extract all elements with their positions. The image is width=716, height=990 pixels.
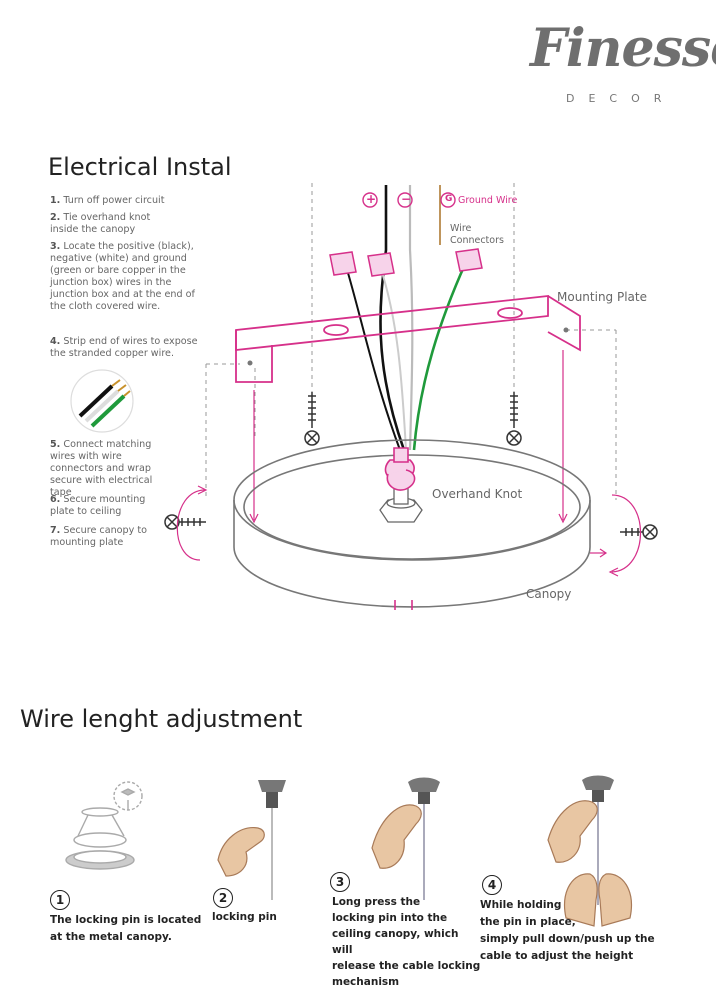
- mounting-plate-label: Mounting Plate: [557, 290, 647, 304]
- wire-connectors-label-1: Wire: [450, 223, 472, 234]
- adjust-step-1-text: The locking pin is located at the metal …: [50, 914, 202, 943]
- stripped-wires-icon: [70, 369, 134, 433]
- step-7: 7. Secure canopy to mounting plate: [50, 525, 147, 548]
- adjust-step-2-text: locking pin: [212, 911, 277, 923]
- adjust-step-1-number: 1: [50, 890, 70, 910]
- down-arrow-icon: [249, 350, 568, 524]
- step-2: 2. Tie overhand knot inside the canopy: [50, 212, 151, 235]
- mounting-plate-icon: [235, 294, 581, 383]
- white-wire: [408, 185, 414, 451]
- adjust-step-4-number: 4: [482, 875, 502, 895]
- adjust-step-3-number: 3: [330, 872, 350, 892]
- overhand-knot-label: Overhand Knot: [432, 487, 523, 501]
- pull-push-illustration: [547, 775, 632, 927]
- ground-badge-icon: [440, 192, 456, 208]
- hex-nut-icon: [379, 487, 423, 523]
- rotate-arrow-icon: [176, 485, 641, 577]
- step-6: 6. Secure mounting plate to ceiling: [50, 494, 146, 517]
- install-title: Electrical Instal: [48, 153, 232, 181]
- plus-label: +: [366, 192, 377, 206]
- plus-badge-icon: [362, 192, 378, 208]
- wire-connectors-icon: [329, 248, 483, 277]
- brand-sub: DECOR: [566, 92, 676, 105]
- chandelier-illustration: [65, 781, 143, 870]
- press-pin-illustration: [371, 777, 440, 900]
- adjust-title: Wire lenght adjustment: [20, 705, 303, 733]
- locking-pin-illustration: [217, 780, 286, 900]
- adjust-step-2-number: 2: [213, 888, 233, 908]
- side-screw-icon: [164, 514, 658, 540]
- overhand-knot-icon: [384, 447, 416, 491]
- step-4: 4. Strip end of wires to expose the stra…: [50, 336, 198, 359]
- step-3: 3. Locate the positive (black), negative…: [50, 241, 195, 312]
- ground-wire-label: Ground Wire: [458, 195, 518, 206]
- minus-label: −: [401, 192, 412, 206]
- step-1: 1. Turn off power circuit: [50, 195, 165, 206]
- brand-logo: Finesse DECOR: [530, 18, 716, 113]
- wire-connectors-label-2: Connectors: [450, 235, 504, 246]
- ceiling-screw-icon: [304, 392, 522, 446]
- green-wire: [412, 261, 468, 451]
- ground-badge-label: G: [445, 194, 453, 204]
- adjust-step-4-text: While holding the pin in place, simply p…: [480, 899, 655, 962]
- canopy-label: Canopy: [526, 587, 572, 601]
- step-5: 5. Connect matching wires with wire conn…: [50, 439, 153, 498]
- adjust-step-3-text: Long press the locking pin into the ceil…: [332, 896, 481, 988]
- minus-badge-icon: [397, 192, 413, 208]
- brand-name: Finesse: [530, 18, 716, 79]
